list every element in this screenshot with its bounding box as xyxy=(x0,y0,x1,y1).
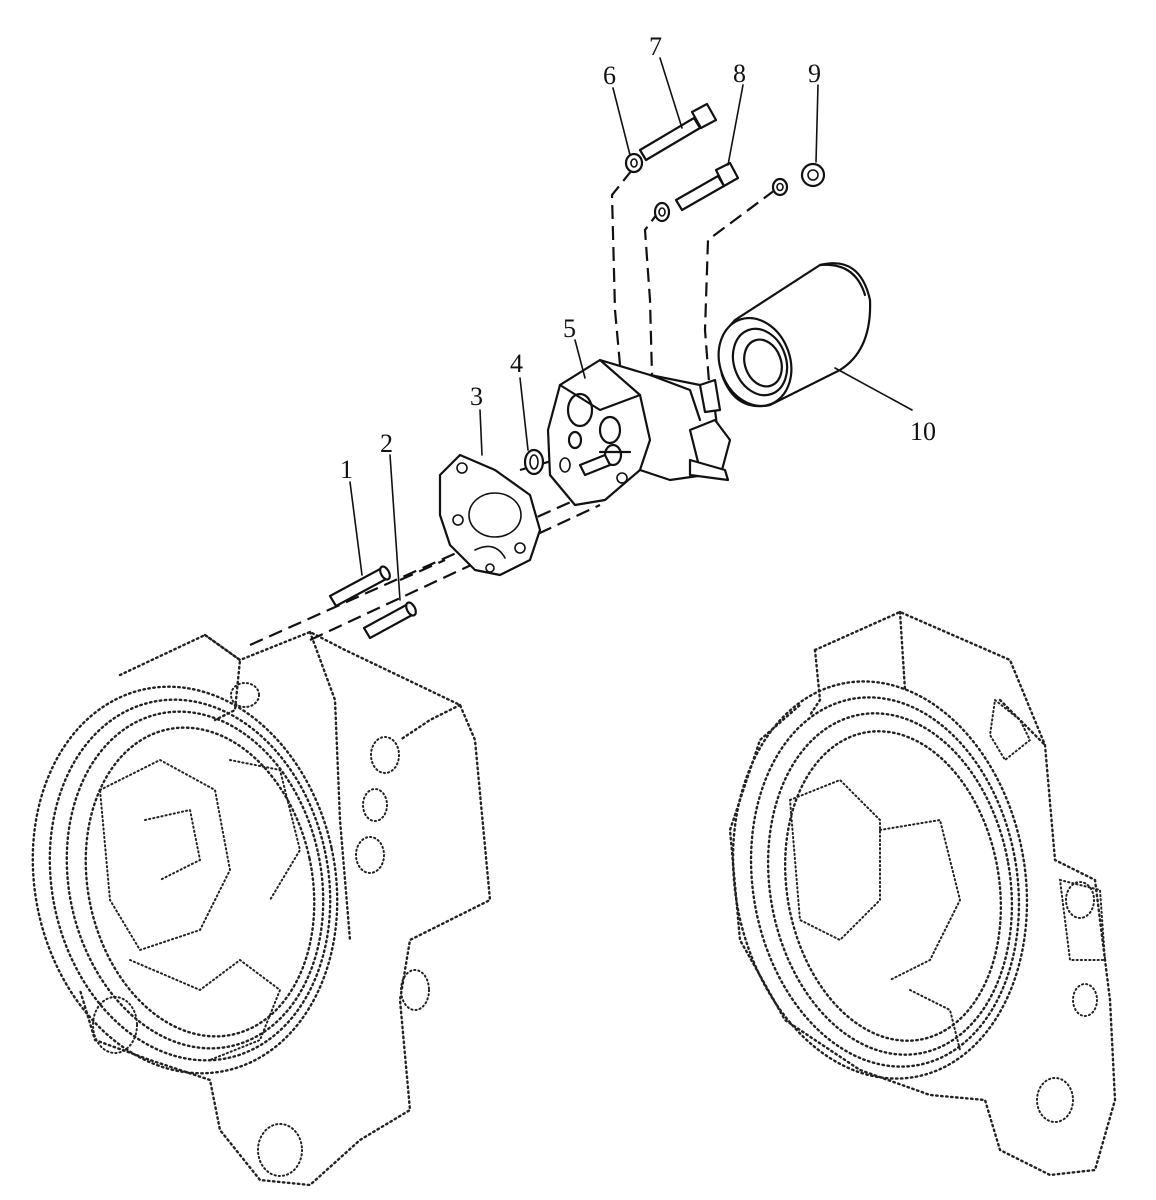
assembly-lines xyxy=(249,169,776,647)
callout-9: 9 xyxy=(808,59,821,88)
callout-4: 4 xyxy=(510,349,523,378)
part-8-bolt xyxy=(674,161,740,212)
callout-1: 1 xyxy=(340,455,353,484)
callout-3: 3 xyxy=(470,382,483,411)
callout-2: 2 xyxy=(380,429,393,458)
callout-6: 6 xyxy=(603,61,616,90)
housing-right xyxy=(728,610,1117,1177)
housing-left xyxy=(31,630,492,1187)
part-1-dowel-pin xyxy=(328,565,391,608)
part-10-filter xyxy=(717,262,872,408)
part-2-dowel-pin xyxy=(362,601,417,640)
callout-7: 7 xyxy=(649,32,662,61)
part-3-gasket xyxy=(438,453,542,577)
part-8-washer xyxy=(653,201,671,223)
part-6-washer xyxy=(624,152,644,174)
callout-labels: 1 2 3 4 5 6 7 8 9 10 xyxy=(340,32,936,484)
part-4-o-ring xyxy=(523,448,545,476)
callout-8: 8 xyxy=(733,59,746,88)
washer-right xyxy=(771,177,789,197)
leader-lines xyxy=(349,57,913,601)
part-7-bolt xyxy=(638,102,718,162)
part-9-nut xyxy=(800,162,826,188)
part-5-pump-body xyxy=(546,358,732,507)
callout-10: 10 xyxy=(910,417,936,446)
callout-5: 5 xyxy=(563,314,576,343)
